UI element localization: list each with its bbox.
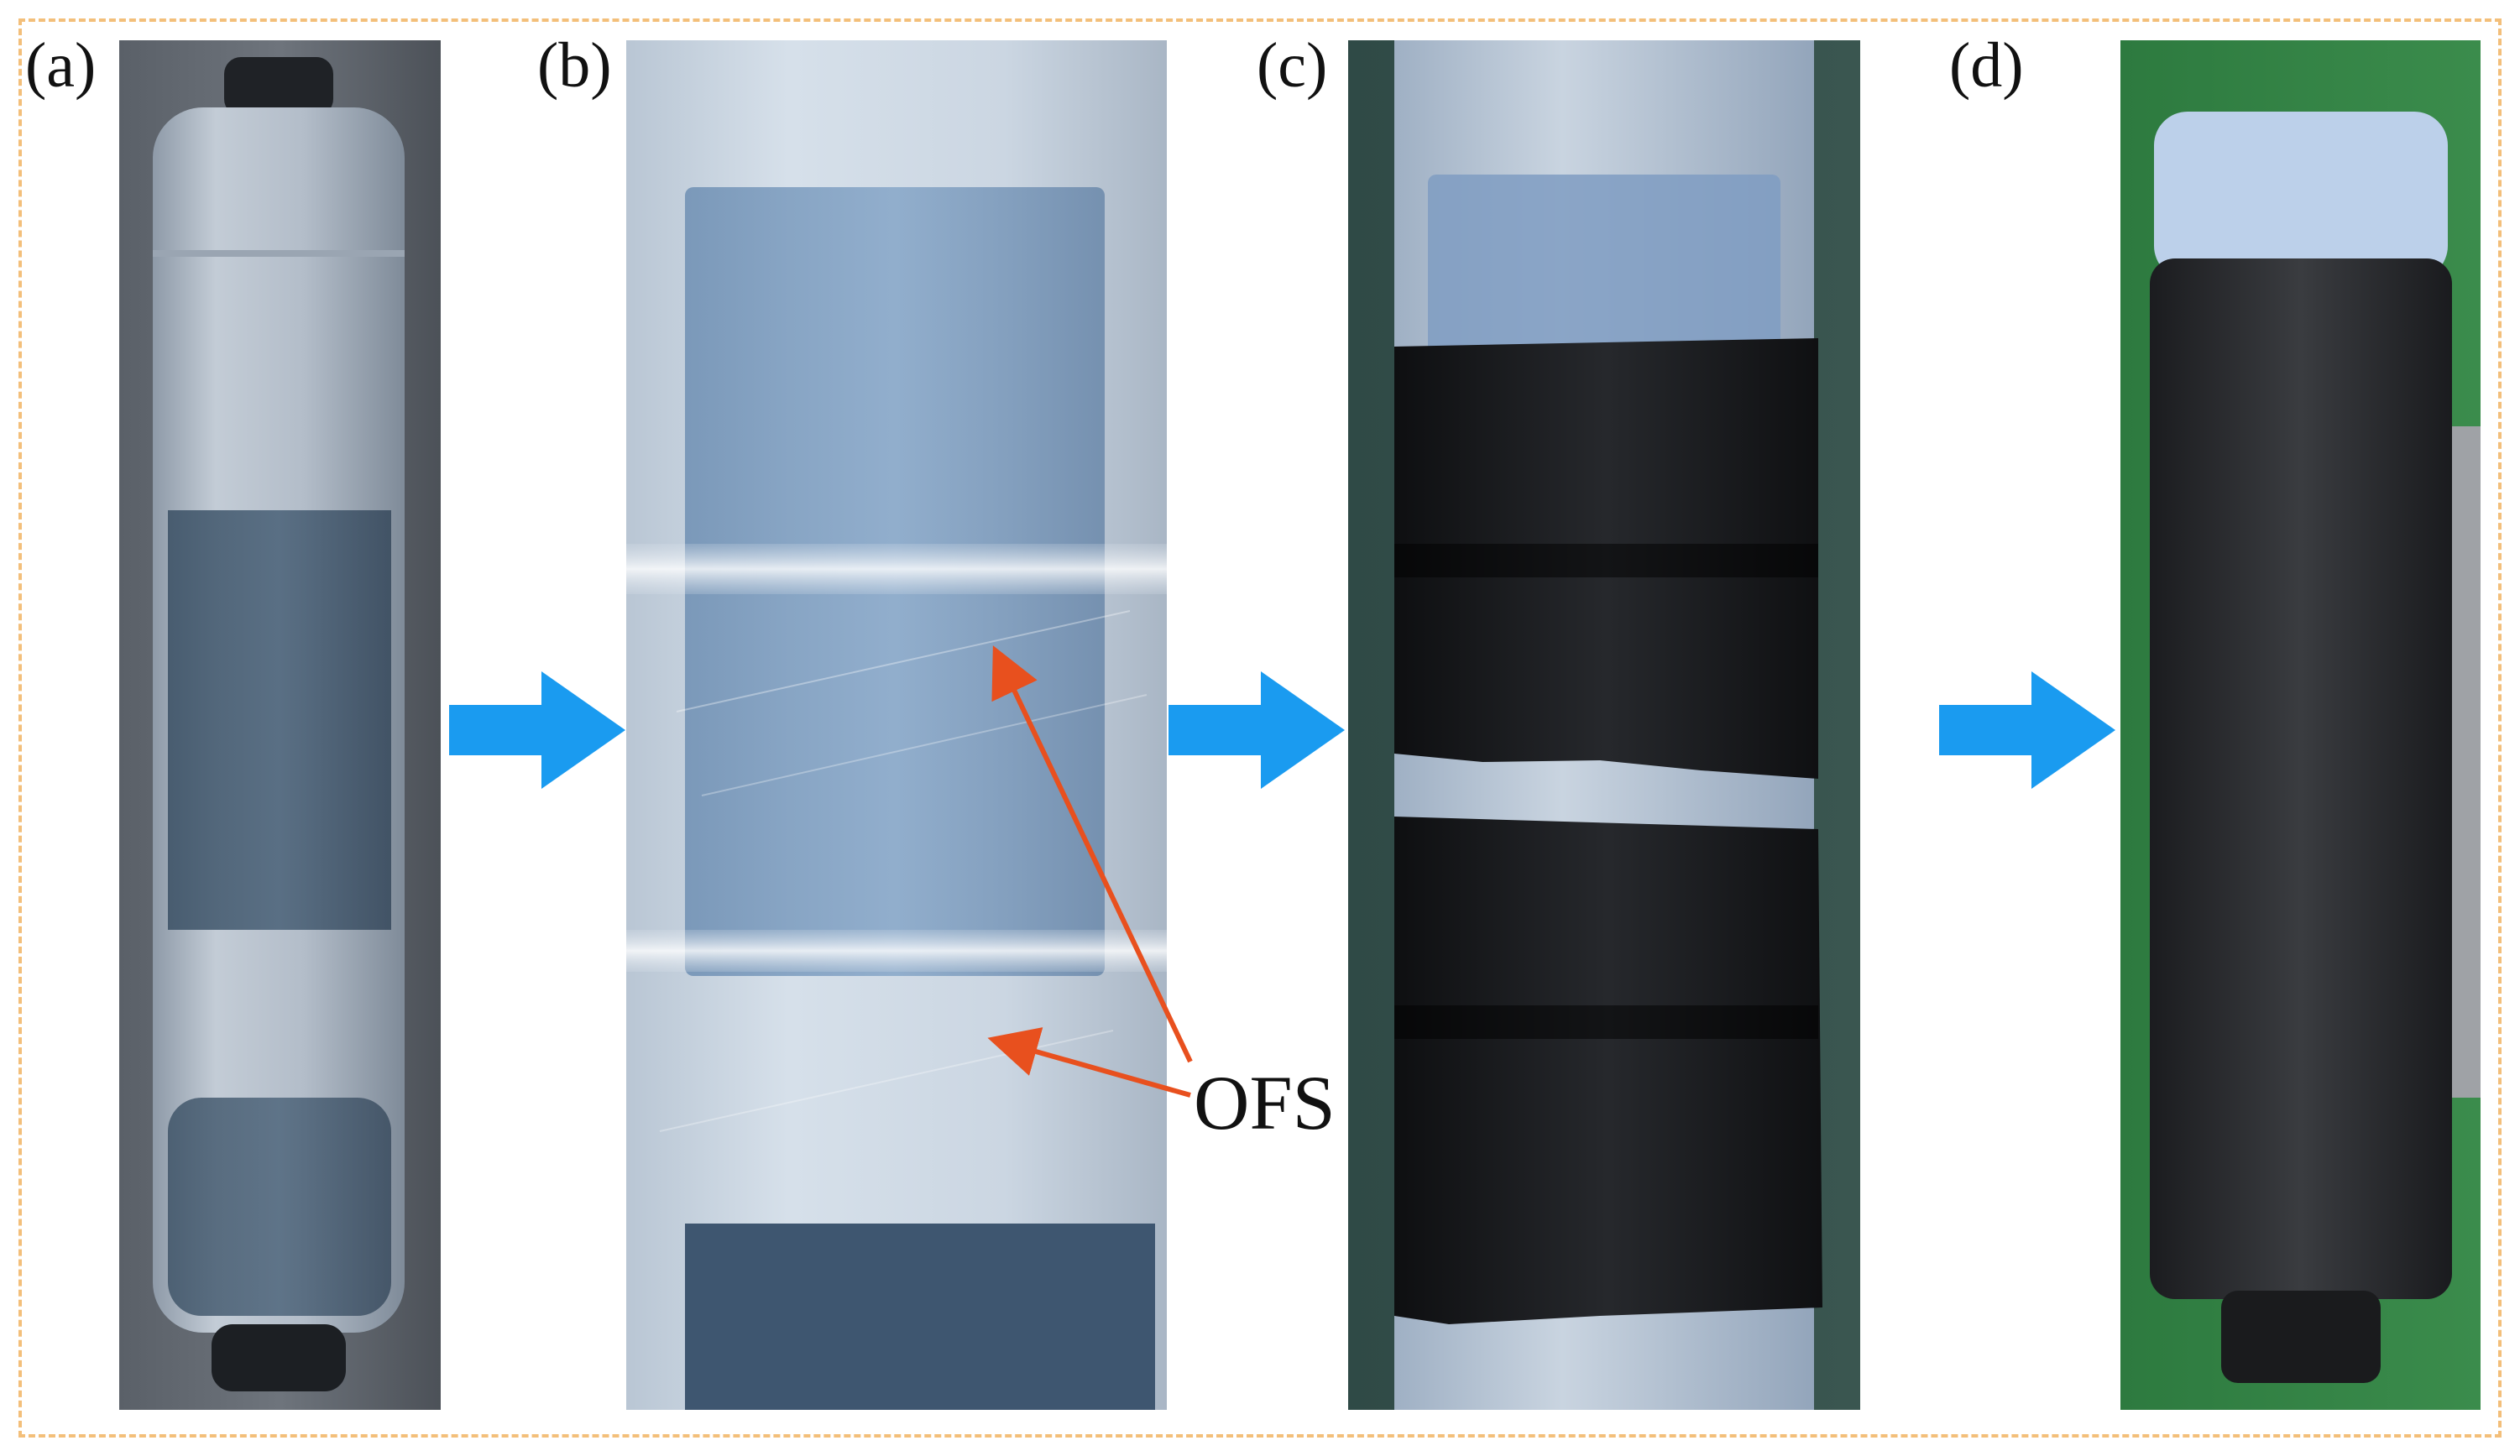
photo-panel-a xyxy=(119,40,441,1410)
ofs-annotation-label: OFS xyxy=(1194,1060,1336,1145)
process-arrow-right-icon xyxy=(1169,671,1345,789)
dashed-figure-frame xyxy=(18,18,2502,1438)
process-arrow-right-icon xyxy=(449,671,625,789)
panel-label-c: (c) xyxy=(1257,30,1328,101)
photo-panel-c xyxy=(1348,40,1860,1410)
photo-panel-b xyxy=(626,40,1167,1410)
panel-label-d: (d) xyxy=(1949,30,2024,101)
panel-label-b: (b) xyxy=(537,30,612,101)
photo-panel-d xyxy=(2120,40,2481,1410)
panel-label-a: (a) xyxy=(25,30,97,101)
process-arrow-right-icon xyxy=(1939,671,2115,789)
